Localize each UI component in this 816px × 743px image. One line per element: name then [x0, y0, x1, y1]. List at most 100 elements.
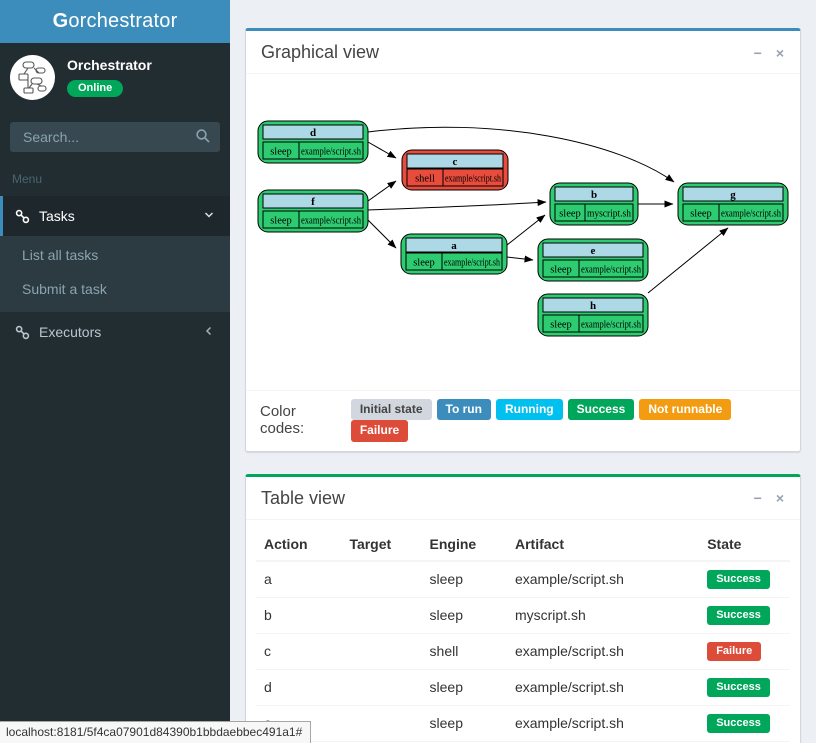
graph-node-f: f sleep example/script.sh [257, 189, 369, 233]
svg-text:f: f [311, 196, 315, 208]
cell-artifact: example/script.sh [506, 740, 700, 743]
svg-text:sleep: sleep [550, 320, 572, 331]
graphical-view-panel: Graphical view − × d sleep example/script.… [245, 28, 801, 452]
panel-title: Table view [261, 487, 346, 508]
minimize-button[interactable]: − [753, 490, 762, 507]
legend-label: Color codes: [260, 403, 305, 438]
svg-text:example/script.sh: example/script.sh [581, 320, 642, 331]
graph-canvas: d sleep example/script.sh c shell example/scr… [246, 74, 800, 390]
cell-artifact: example/script.sh [506, 632, 700, 670]
app-logo-rest: orchestrator [68, 10, 178, 32]
cell-state: Success [699, 740, 790, 743]
cell-target [341, 596, 422, 634]
svg-text:example/script.sh: example/script.sh [301, 216, 362, 227]
minimize-button[interactable]: − [753, 44, 762, 61]
cell-engine: sleep [421, 596, 507, 634]
cell-action: c [256, 632, 342, 670]
svg-text:example/script.sh: example/script.sh [301, 147, 362, 158]
svg-text:c: c [453, 156, 458, 168]
search-input[interactable] [10, 122, 220, 152]
table-view-panel: Table view − × Action Target Engine Arti… [245, 473, 801, 743]
graph-edge-a-b [506, 214, 546, 246]
svg-text:h: h [590, 300, 596, 312]
app-logo[interactable]: Gorchestrator [0, 0, 230, 43]
graph-edge-f-c [367, 180, 397, 202]
column-header-state: State [699, 527, 790, 562]
legend-badge-not-runnable: Not runnable [639, 399, 732, 421]
chevron-down-icon [203, 208, 215, 224]
close-button[interactable]: × [775, 44, 784, 61]
svg-text:d: d [310, 127, 316, 139]
cell-target [341, 632, 422, 670]
graph-edge-d-c [367, 141, 397, 159]
cell-state: Success [699, 596, 790, 634]
sidebar-item-tasks[interactable]: Tasks [0, 196, 230, 236]
cell-engine: sleep [421, 740, 507, 743]
svg-text:sleep: sleep [270, 147, 292, 158]
cell-target [341, 704, 422, 742]
svg-text:b: b [591, 189, 597, 201]
svg-text:a: a [451, 240, 457, 252]
cell-state: Success [699, 561, 790, 598]
graph-edge-a-e [506, 255, 534, 263]
graph-edge-f-b [367, 199, 547, 211]
graph-edge-d-g [367, 126, 675, 183]
sidebar-item-label: Executors [39, 324, 102, 340]
table-header-row: Action Target Engine Artifact State [256, 527, 790, 562]
svg-text:example/script.sh: example/script.sh [721, 209, 782, 220]
search-button[interactable] [190, 125, 216, 149]
graph-node-d: d sleep example/script.sh [257, 120, 369, 164]
cell-target [341, 668, 422, 706]
legend-badge-failure: Failure [350, 420, 409, 442]
column-header-artifact: Artifact [506, 527, 700, 562]
cell-target [341, 561, 421, 598]
cell-action: d [256, 668, 342, 706]
svg-text:sleep: sleep [270, 216, 292, 227]
task-graph: d sleep example/script.sh c shell example/scr… [257, 120, 789, 337]
svg-text:sleep: sleep [550, 265, 572, 276]
cell-state: Failure [699, 632, 790, 670]
legend-badge-initial-state: Initial state [350, 399, 432, 421]
svg-text:e: e [591, 245, 596, 257]
cell-state: Success [699, 704, 790, 742]
state-badge: Success [707, 677, 770, 697]
column-header-action: Action [256, 527, 342, 562]
graph-edge-f-a [367, 219, 397, 249]
cell-artifact: myscript.sh [506, 596, 700, 634]
sidebar-item-executors[interactable]: Executors [0, 312, 230, 352]
cell-artifact: example/script.sh [514, 570, 624, 587]
sidebar-item-list-all-tasks[interactable]: List all tasks [22, 247, 99, 263]
panel-title: Graphical view [261, 42, 380, 62]
sidebar-item-submit-a-task[interactable]: Submit a task [22, 281, 107, 297]
chevron-left-icon [203, 324, 215, 340]
column-header-target: Target [341, 527, 422, 562]
graph-edge-h-g [647, 227, 729, 294]
profile-name: Orchestrator [67, 57, 152, 73]
link-preview-tooltip: localhost:8181/5f4ca07901d84390b1bbdaebb… [0, 721, 312, 743]
menu-header: Menu [12, 172, 43, 186]
legend-badge-running: Running [495, 399, 563, 421]
cell-artifact: example/script.sh [506, 668, 700, 706]
tasks-submenu: List all tasks Submit a task [0, 236, 230, 312]
search-icon [195, 129, 211, 147]
cell-engine: sleep [421, 668, 507, 706]
sidebar-item-label: Tasks [39, 208, 75, 224]
close-button[interactable]: × [775, 490, 784, 507]
svg-text:shell: shell [415, 174, 435, 185]
svg-text:sleep: sleep [413, 258, 435, 269]
graph-node-h: h sleep example/script.sh [537, 293, 649, 337]
cell-action: a [264, 570, 272, 587]
svg-text:sleep: sleep [559, 209, 581, 220]
state-badge: Failure [707, 641, 762, 661]
link-icon [15, 209, 30, 224]
